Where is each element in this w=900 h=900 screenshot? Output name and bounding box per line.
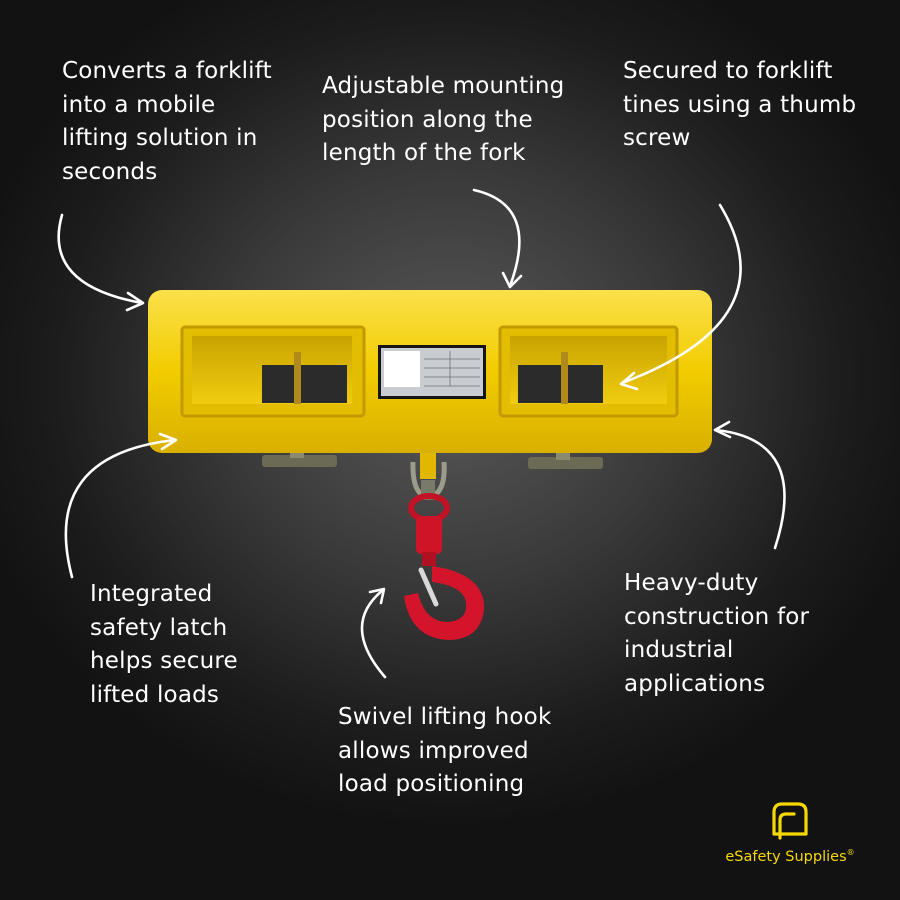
fork-pocket-left — [180, 325, 366, 418]
arrow-bottom-center — [360, 587, 387, 679]
brand-name: eSafety Supplies® — [720, 848, 860, 865]
callout-line: lifting solution in — [62, 125, 258, 151]
clamp-right — [528, 450, 603, 469]
callout-line: allows improved — [338, 737, 529, 764]
arrow-bottom-right — [713, 420, 786, 550]
arrow-top-right — [619, 203, 742, 391]
callout-line: safety latch — [90, 614, 228, 641]
fork-pocket-right — [498, 325, 679, 418]
callout-bottom-center: Swivel lifting hook allows improved load… — [338, 701, 551, 802]
callout-line: lifted loads — [90, 681, 220, 708]
callout-bottom-left: Integrated safety latch helps secure lif… — [90, 578, 238, 712]
callout-line: construction for — [624, 603, 810, 630]
callout-line: position along the — [322, 106, 533, 133]
callout-line: seconds — [62, 158, 158, 185]
callout-line: applications — [624, 670, 766, 697]
brand-name-text: eSafety Supplies — [725, 848, 847, 865]
arrow-top-center — [472, 188, 523, 289]
callout-line: screw — [623, 125, 691, 151]
brand-logo: eSafety Supplies® — [720, 798, 860, 865]
swivel-hook — [404, 493, 485, 640]
callout-line: Converts a forklift — [62, 58, 272, 84]
callout-line: tines using a thumb — [623, 91, 857, 118]
callout-top-right: Secured to forklift tines using a thumb … — [623, 55, 856, 156]
arrow-bottom-left — [64, 432, 178, 579]
arrow-top-left — [57, 213, 145, 312]
callout-line: load positioning — [338, 771, 525, 797]
callout-line: Integrated — [90, 581, 213, 607]
callout-line: Secured to forklift — [623, 58, 833, 84]
callout-line: Adjustable mounting — [322, 73, 565, 99]
callout-line: Swivel lifting hook — [338, 704, 552, 730]
callout-bottom-right: Heavy-duty construction for industrial a… — [624, 567, 809, 701]
callout-line: Heavy-duty — [624, 570, 759, 596]
callout-top-center: Adjustable mounting position along the l… — [322, 70, 564, 171]
callout-line: helps secure — [90, 648, 238, 674]
callout-line: into a mobile — [62, 91, 216, 118]
brand-mark-icon — [772, 802, 808, 840]
registered-mark: ® — [846, 848, 855, 857]
callout-line: length of the fork — [322, 140, 526, 166]
data-plate — [378, 345, 486, 399]
callout-top-left: Converts a forklift into a mobile liftin… — [62, 55, 272, 189]
callout-line: industrial — [624, 637, 734, 663]
